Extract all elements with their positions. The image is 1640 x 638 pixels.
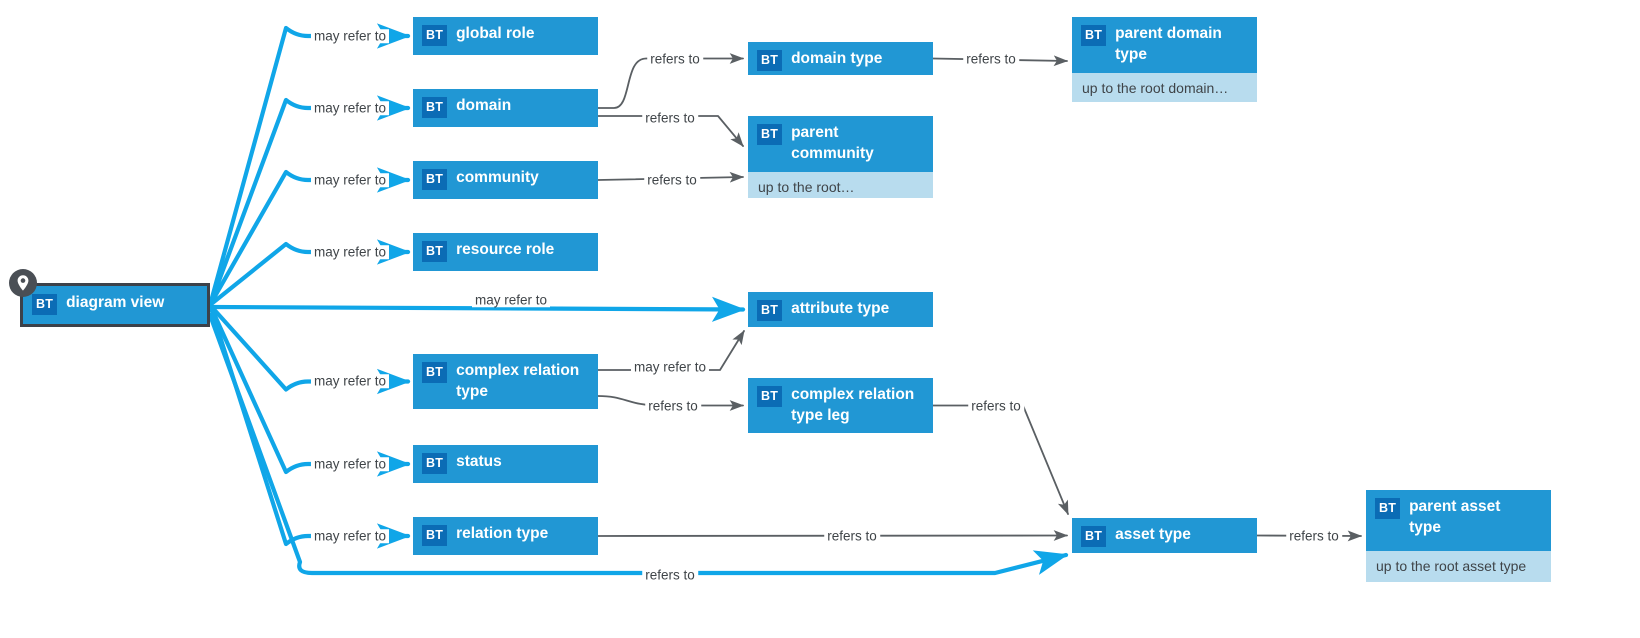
node-label: complex relation type (456, 362, 580, 400)
bt-badge-icon: BT (757, 300, 783, 321)
edge-label-e17: refers to (824, 529, 880, 543)
node-parent-community[interactable]: BT parent community up to the root… (748, 116, 933, 198)
node-header: BT attribute type (748, 292, 933, 327)
bt-badge-icon: BT (757, 124, 783, 145)
edge-domain (207, 95, 411, 308)
edge-label-e11: refers to (642, 111, 698, 125)
bt-badge-icon: BT (1081, 526, 1107, 547)
edge-attribute-type (207, 296, 746, 322)
node-label: parent asset type (1409, 498, 1501, 536)
edge-complex-relation-type (207, 302, 411, 395)
edge-domain-domain-type (597, 53, 745, 109)
bt-badge-icon: BT (757, 50, 783, 71)
edge-label-e16: refers to (968, 399, 1024, 413)
node-subtext: up to the root… (748, 171, 933, 198)
edge-label-e8: may refer to (310, 529, 390, 543)
node-subtext: up to the root asset type (1366, 551, 1551, 582)
edge-label-e5: may refer to (471, 293, 551, 307)
bt-badge-icon: BT (32, 294, 58, 315)
node-complex-relation-type-leg[interactable]: BT complex relation type leg (748, 378, 933, 433)
node-label: domain (456, 97, 512, 114)
node-relation-type[interactable]: BT relation type (413, 517, 598, 555)
bt-badge-icon: BT (1375, 498, 1401, 519)
node-domain-type[interactable]: BT domain type (748, 42, 933, 75)
node-diagram-view[interactable]: BT diagram view (20, 283, 210, 327)
node-subtext: up to the root domain… (1072, 72, 1257, 102)
edge-crt-leg-asset-type (932, 404, 1069, 515)
node-header: BT complex relation type (413, 354, 598, 409)
node-header: BT status (413, 445, 598, 483)
bt-badge-icon: BT (422, 169, 448, 190)
node-community[interactable]: BT community (413, 161, 598, 199)
node-header: BT domain type (748, 42, 933, 75)
bt-badge-icon: BT (422, 362, 448, 383)
node-label: asset type (1115, 526, 1191, 543)
node-header: BT parent community (748, 116, 933, 172)
node-label: complex relation type leg (791, 386, 915, 424)
edge-label-e18: refers to (1286, 529, 1342, 543)
edge-label-e9: refers to (642, 568, 698, 582)
bt-badge-icon: BT (422, 453, 448, 474)
edge-community (207, 167, 411, 308)
node-resource-role[interactable]: BT resource role (413, 233, 598, 271)
node-label: parent domain type (1115, 25, 1222, 63)
node-header: BT diagram view (23, 286, 207, 324)
node-domain[interactable]: BT domain (413, 89, 598, 127)
location-pin-icon (8, 268, 38, 298)
edge-domain-parent-community (597, 115, 744, 147)
node-header: BT relation type (413, 517, 598, 555)
edge-label-e4: may refer to (310, 245, 390, 259)
bt-badge-icon: BT (422, 25, 448, 46)
node-header: BT parent asset type (1366, 490, 1551, 551)
bt-badge-icon: BT (757, 386, 783, 407)
node-header: BT community (413, 161, 598, 199)
edge-status (207, 302, 411, 477)
node-label: community (456, 169, 539, 186)
node-header: BT resource role (413, 233, 598, 271)
node-status[interactable]: BT status (413, 445, 598, 483)
node-header: BT complex relation type leg (748, 378, 933, 433)
node-parent-asset-type[interactable]: BT parent asset type up to the root asset … (1366, 490, 1551, 582)
bt-badge-icon: BT (422, 525, 448, 546)
node-label: parent community (791, 124, 874, 162)
edge-label-e13: refers to (963, 52, 1019, 66)
bt-badge-icon: BT (422, 241, 448, 262)
node-header: BT global role (413, 17, 598, 55)
node-complex-relation-type[interactable]: BT complex relation type (413, 354, 598, 409)
node-label: relation type (456, 525, 549, 542)
edge-global-role (207, 23, 411, 308)
node-global-role[interactable]: BT global role (413, 17, 598, 55)
node-attribute-type[interactable]: BT attribute type (748, 292, 933, 327)
node-label: diagram view (66, 294, 165, 311)
edge-label-e12: refers to (644, 173, 700, 187)
node-header: BT asset type (1072, 518, 1257, 553)
node-parent-domain-type[interactable]: BT parent domain type up to the root domai… (1072, 17, 1257, 102)
edge-resource-role (207, 239, 411, 308)
node-header: BT parent domain type (1072, 17, 1257, 73)
edge-label-e7: may refer to (310, 457, 390, 471)
edge-label-e15: refers to (645, 399, 701, 413)
node-header: BT domain (413, 89, 598, 127)
edge-label-e6: may refer to (310, 374, 390, 388)
node-label: global role (456, 25, 535, 42)
node-label: attribute type (791, 300, 890, 317)
edge-relation-type (207, 302, 411, 549)
bt-badge-icon: BT (422, 97, 448, 118)
edge-label-e3: may refer to (310, 173, 390, 187)
bt-badge-icon: BT (1081, 25, 1107, 46)
node-asset-type[interactable]: BT asset type (1072, 518, 1257, 553)
edge-label-e14: may refer to (630, 360, 710, 374)
node-label: status (456, 453, 502, 470)
edge-label-e10: refers to (647, 52, 703, 66)
edge-label-e2: may refer to (310, 101, 390, 115)
edge-label-e1: may refer to (310, 29, 390, 43)
node-label: domain type (791, 50, 883, 67)
node-label: resource role (456, 241, 555, 258)
edge-diagram-view-asset-type (207, 312, 1069, 576)
